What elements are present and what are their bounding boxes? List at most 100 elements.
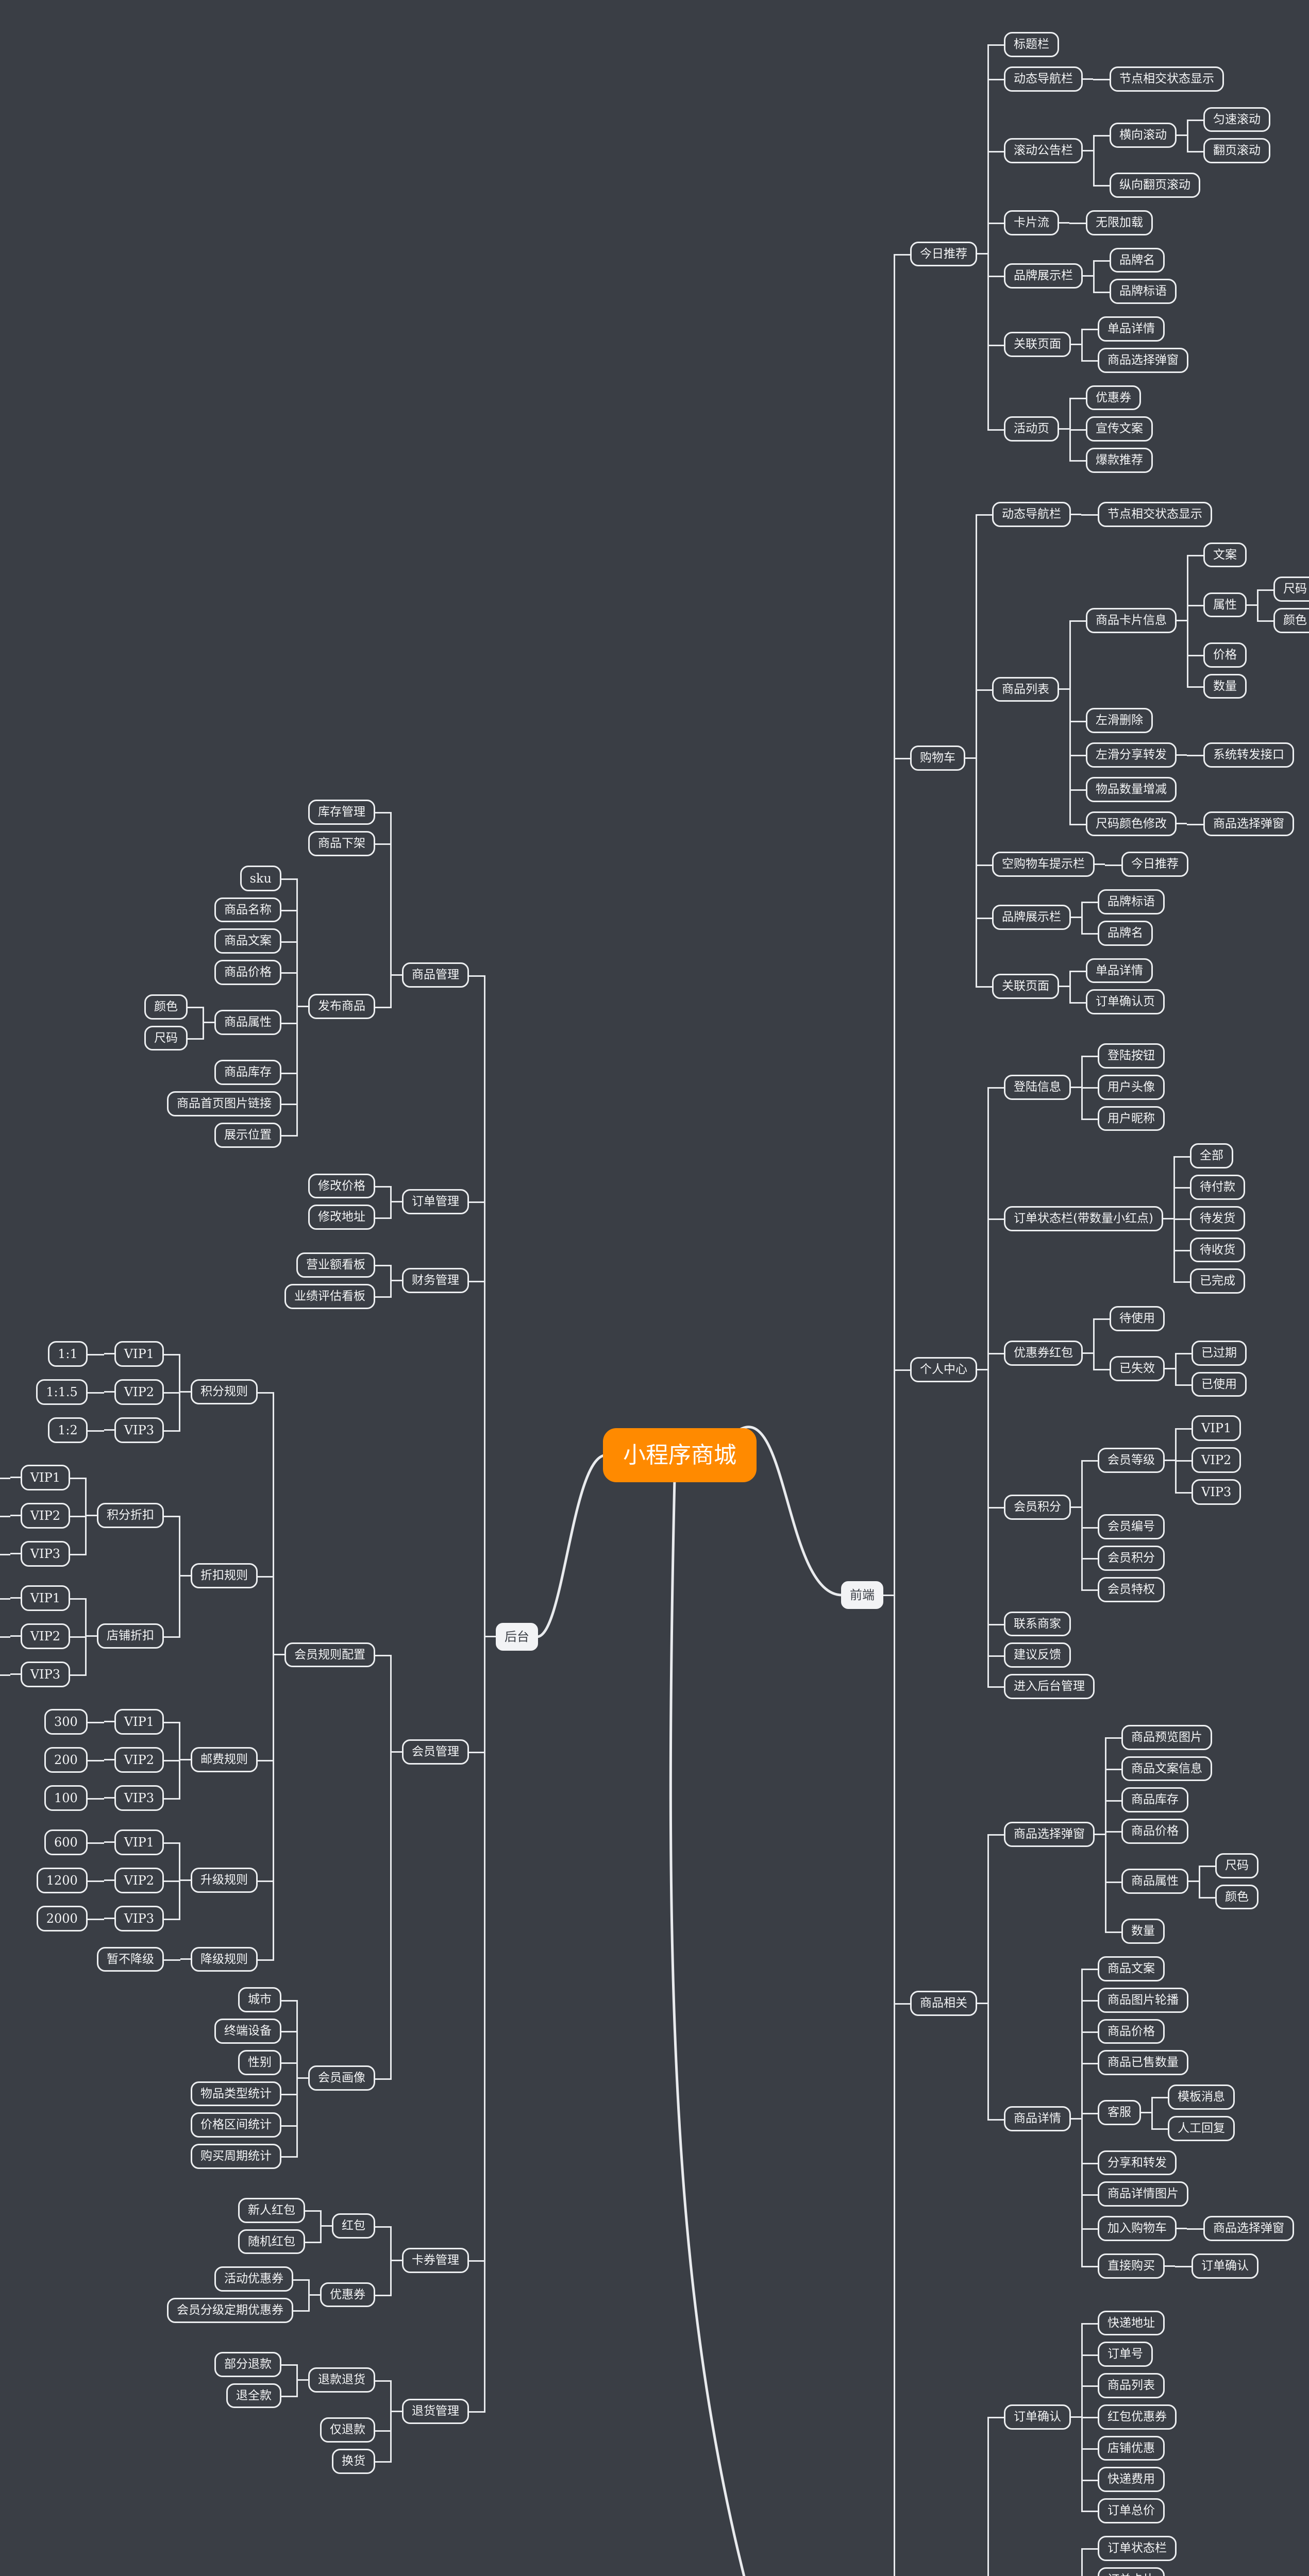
mindmap-node[interactable]: 会员积分: [1004, 1495, 1071, 1520]
mindmap-node[interactable]: 登陆信息: [1004, 1074, 1071, 1100]
mindmap-node[interactable]: VIP1: [114, 1708, 164, 1735]
mindmap-node[interactable]: 店铺折扣: [97, 1623, 164, 1649]
mindmap-node[interactable]: 活动优惠券: [214, 2266, 293, 2292]
mindmap-node[interactable]: 个人中心: [910, 1357, 977, 1382]
mindmap-node[interactable]: 商品下架: [308, 831, 375, 856]
mindmap-node[interactable]: 颜色: [1273, 608, 1309, 633]
mindmap-node[interactable]: 滚动公告栏: [1004, 138, 1083, 163]
mindmap-node[interactable]: 加入购物车: [1098, 2216, 1177, 2241]
mindmap-node[interactable]: 品牌展示栏: [992, 905, 1071, 930]
mindmap-node[interactable]: 待发货: [1189, 1206, 1245, 1231]
mindmap-node[interactable]: VIP1: [1191, 1415, 1241, 1442]
mindmap-node[interactable]: 2000: [36, 1905, 88, 1931]
mindmap-node[interactable]: 商品文案: [1098, 1956, 1165, 1981]
mindmap-node[interactable]: 动态导航栏: [1004, 66, 1083, 92]
mindmap-node[interactable]: 商品选择弹窗: [1203, 2216, 1294, 2241]
mindmap-node[interactable]: 店铺优惠: [1098, 2435, 1165, 2461]
mindmap-node[interactable]: 商品价格: [1121, 1819, 1188, 1844]
mindmap-node[interactable]: 用户头像: [1098, 1074, 1165, 1100]
mindmap-node[interactable]: 商品库存: [1121, 1787, 1188, 1812]
mindmap-node[interactable]: 联系商家: [1004, 1611, 1071, 1637]
mindmap-node[interactable]: 颜色: [1215, 1884, 1258, 1910]
mindmap-node[interactable]: 仅退款: [320, 2417, 375, 2443]
mindmap-node[interactable]: 爆款推荐: [1086, 448, 1153, 473]
mindmap-node[interactable]: 邮费规则: [191, 1747, 258, 1772]
mindmap-node[interactable]: 横向滚动: [1110, 122, 1177, 148]
mindmap-node[interactable]: 订单管理: [402, 1189, 469, 1214]
mindmap-node[interactable]: VIP2: [114, 1379, 164, 1405]
mindmap-node[interactable]: 卡片流: [1004, 210, 1059, 235]
mindmap-node[interactable]: 空购物车提示栏: [992, 852, 1095, 877]
mindmap-node[interactable]: 发布商品: [308, 994, 375, 1019]
mindmap-node[interactable]: 直接购买: [1098, 2253, 1165, 2279]
mindmap-node[interactable]: 随机红包: [238, 2229, 305, 2255]
mindmap-node[interactable]: VIP3: [114, 1785, 164, 1811]
mindmap-node[interactable]: VIP1: [20, 1464, 70, 1490]
mindmap-node[interactable]: 优惠券红包: [1004, 1340, 1083, 1366]
mindmap-node[interactable]: 会员画像: [308, 2065, 375, 2091]
mindmap-node[interactable]: 关联页面: [1004, 332, 1071, 358]
mindmap-node[interactable]: 无限加载: [1086, 210, 1153, 235]
mindmap-node[interactable]: 尺码: [1273, 577, 1309, 602]
mindmap-node[interactable]: 商品预览图片: [1121, 1724, 1212, 1750]
mindmap-node[interactable]: 进入后台管理: [1004, 1674, 1095, 1699]
mindmap-node[interactable]: 品牌标语: [1110, 279, 1177, 304]
mindmap-node[interactable]: 颜色: [144, 994, 188, 1020]
mindmap-node[interactable]: 待收货: [1189, 1237, 1245, 1263]
mindmap-node[interactable]: 商品列表: [1098, 2373, 1165, 2398]
mindmap-node[interactable]: 节点相交状态显示: [1110, 66, 1224, 92]
mindmap-node[interactable]: 已失效: [1110, 1356, 1165, 1381]
mindmap-node[interactable]: 节点相交状态显示: [1098, 501, 1212, 527]
mindmap-node[interactable]: 营业额看板: [296, 1252, 375, 1278]
mindmap-node[interactable]: 商品列表: [992, 676, 1059, 702]
mindmap-node[interactable]: 翻页滚动: [1203, 138, 1270, 163]
mindmap-node[interactable]: 商品文案信息: [1121, 1756, 1212, 1782]
mindmap-node[interactable]: VIP2: [114, 1867, 164, 1893]
mindmap-node[interactable]: 单品详情: [1086, 958, 1153, 984]
mindmap-node[interactable]: 城市: [238, 1987, 281, 2012]
mindmap-node[interactable]: 模板消息: [1168, 2084, 1235, 2110]
mindmap-node[interactable]: 活动页: [1004, 416, 1059, 442]
mindmap-node[interactable]: 1200: [36, 1867, 88, 1893]
mindmap-node[interactable]: 商品选择弹窗: [1004, 1822, 1095, 1847]
mindmap-node[interactable]: VIP2: [20, 1502, 70, 1529]
mindmap-node[interactable]: 订单状态栏: [1098, 2535, 1177, 2561]
mindmap-node[interactable]: 待付款: [1189, 1175, 1245, 1200]
mindmap-node[interactable]: 品牌标语: [1098, 889, 1165, 914]
mindmap-node[interactable]: 订单确认: [1191, 2253, 1258, 2279]
mindmap-node[interactable]: 优惠券: [320, 2282, 375, 2308]
mindmap-node[interactable]: 分享和转发: [1098, 2150, 1177, 2176]
mindmap-node[interactable]: 快递费用: [1098, 2467, 1165, 2492]
mindmap-node[interactable]: 数量: [1121, 1919, 1165, 1944]
mindmap-node[interactable]: 退款退货: [308, 2367, 375, 2393]
mindmap-node[interactable]: 人工回复: [1168, 2115, 1235, 2141]
mindmap-node[interactable]: 600: [44, 1829, 88, 1855]
mindmap-node[interactable]: 已完成: [1189, 1268, 1245, 1294]
mindmap-node[interactable]: 红包优惠券: [1098, 2404, 1177, 2430]
mindmap-node[interactable]: 商品文案: [214, 928, 281, 954]
mindmap-node[interactable]: 标题栏: [1004, 32, 1059, 57]
mindmap-node[interactable]: VIP1: [20, 1585, 70, 1611]
mindmap-node[interactable]: 终端设备: [214, 2019, 281, 2044]
mindmap-node[interactable]: 优惠券: [1086, 385, 1141, 411]
mindmap-node[interactable]: 登陆按钮: [1098, 1043, 1165, 1069]
mindmap-node[interactable]: 部分退款: [214, 2351, 281, 2377]
mindmap-node[interactable]: 新人红包: [238, 2197, 305, 2223]
mindmap-node[interactable]: 修改价格: [308, 1173, 375, 1199]
mindmap-node[interactable]: 商品选择弹窗: [1203, 811, 1294, 837]
mindmap-node[interactable]: 商品首页图片链接: [167, 1091, 281, 1116]
mindmap-node[interactable]: 会员规则配置: [284, 1642, 375, 1668]
mindmap-node[interactable]: 折扣规则: [191, 1563, 258, 1588]
mindmap-node[interactable]: 已使用: [1191, 1371, 1247, 1397]
mindmap-node[interactable]: 商品管理: [402, 962, 469, 988]
mindmap-node[interactable]: VIP1: [114, 1341, 164, 1367]
mindmap-node[interactable]: 降级规则: [191, 1946, 258, 1972]
mindmap-node[interactable]: VIP3: [1191, 1479, 1241, 1505]
mindmap-node[interactable]: 会员编号: [1098, 1514, 1165, 1539]
mindmap-node[interactable]: 性别: [238, 2049, 281, 2075]
mindmap-node[interactable]: 订单总价: [1098, 2498, 1165, 2523]
mindmap-node[interactable]: 300: [44, 1708, 88, 1735]
mindmap-node[interactable]: 系统转发接口: [1203, 742, 1294, 768]
mindmap-node[interactable]: 会员等级: [1098, 1447, 1165, 1473]
mindmap-node[interactable]: 购买周期统计: [191, 2144, 281, 2169]
